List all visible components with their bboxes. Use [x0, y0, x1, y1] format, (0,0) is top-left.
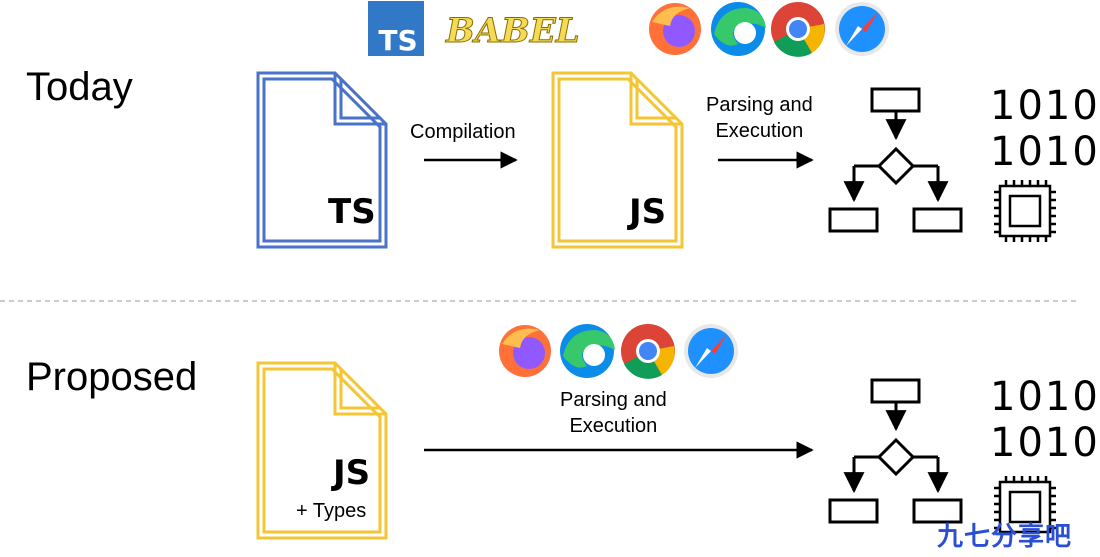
js-file-label-proposed: JS — [333, 453, 371, 493]
flowchart-icon-proposed — [828, 378, 963, 524]
cpu-chip-icon-today — [994, 180, 1056, 242]
firefox-icon — [649, 3, 701, 55]
edge-icon — [711, 2, 766, 56]
compilation-label: Compilation — [410, 121, 516, 143]
cpu-chip-icon-proposed — [994, 476, 1056, 534]
typescript-logo: TS — [368, 1, 424, 57]
parsing-execution-label-proposed: Parsing and Execution — [560, 389, 667, 437]
typescript-logo-text: TS — [378, 24, 417, 57]
js-file-icon-proposed — [256, 361, 388, 540]
chrome-icon — [771, 2, 825, 57]
firefox-icon — [499, 325, 551, 377]
binary-digits-today: 1010 1010 — [990, 83, 1100, 175]
row-title-proposed: Proposed — [26, 355, 198, 399]
edge-icon — [560, 324, 615, 378]
babel-logo-text: BABEL — [445, 11, 580, 51]
chrome-icon — [621, 324, 675, 379]
watermark: 九七分享吧 — [936, 522, 1072, 552]
flowchart-icon-today — [828, 87, 963, 233]
ts-file-label: TS — [328, 192, 376, 232]
babel-logo: BABEL — [445, 11, 581, 52]
ts-file-icon — [256, 71, 388, 249]
binary-digits-proposed: 1010 1010 — [990, 374, 1100, 466]
js-file-icon-today — [551, 71, 684, 249]
types-label: + Types — [296, 500, 367, 522]
parsing-execution-label-today: Parsing and Execution — [706, 94, 813, 142]
js-file-label-today: JS — [629, 192, 667, 232]
row-title-today: Today — [26, 65, 133, 109]
safari-icon — [684, 324, 738, 378]
safari-icon — [835, 2, 889, 56]
